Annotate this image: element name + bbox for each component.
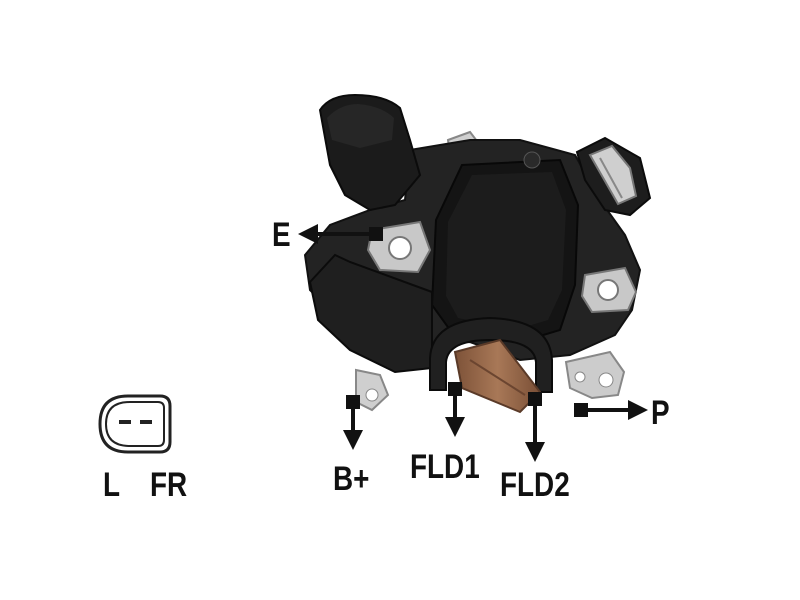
e-washer [366,220,432,274]
terminal-fld1-label: FLD1 [410,448,480,486]
terminal-fld2-label: FLD2 [500,466,570,504]
b-plus-pin-marker [346,395,360,409]
e-pin-marker [369,227,383,241]
pin-fr-label: FR [150,466,188,504]
slip-ring-arch [429,316,553,393]
p-pin-marker [574,403,588,417]
terminal-b-plus-label: B+ [333,460,370,498]
terminal-e-label: E [272,216,291,254]
terminal-block [575,136,652,217]
plug-connector [318,93,422,212]
fld2-pin-marker [528,392,542,406]
terminal-p-label: P [651,394,670,432]
lead-arrows [298,224,648,462]
two-pin-connector-icon [98,394,172,454]
p-washer [580,266,638,314]
pin-l-label: L [103,466,121,504]
fld1-pin-marker [448,382,462,396]
cover-plate [430,151,580,344]
